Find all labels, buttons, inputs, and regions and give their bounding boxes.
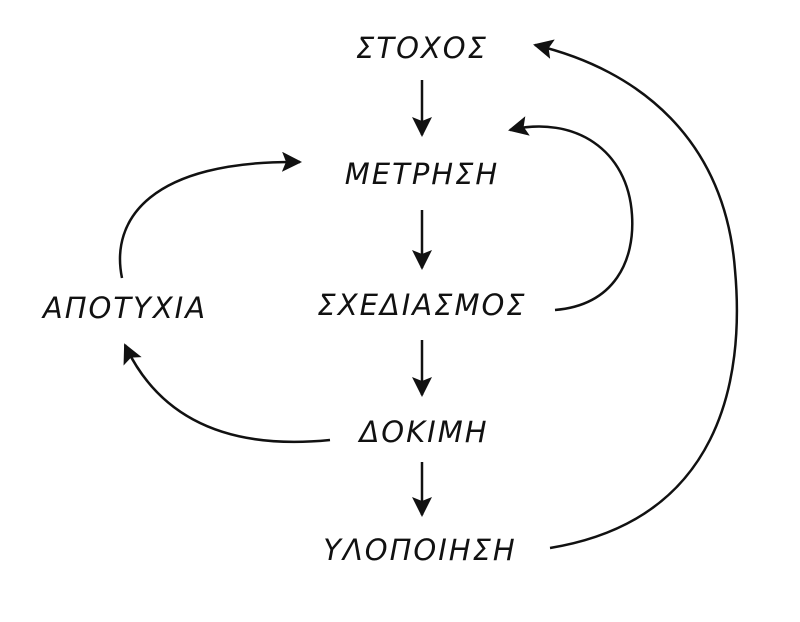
node-test: ΔΟΚΙΜΗ xyxy=(359,415,489,449)
node-failure: ΑΠΟΤΥΧΙΑ xyxy=(42,291,208,325)
arrow-design-to-measurement xyxy=(508,116,634,312)
arrow-failure-to-measurement xyxy=(118,151,302,279)
arrow-implementation-to-goal xyxy=(533,39,739,550)
arrow-test-to-failure xyxy=(123,343,331,444)
node-goal: ΣΤΟΧΟΣ xyxy=(356,31,488,65)
node-implementation: ΥΛΟΠΟΙΗΣΗ xyxy=(323,533,517,567)
node-design: ΣΧΕΔΙΑΣΜΟΣ xyxy=(317,288,527,322)
node-measurement: ΜΕΤΡΗΣΗ xyxy=(344,157,500,191)
